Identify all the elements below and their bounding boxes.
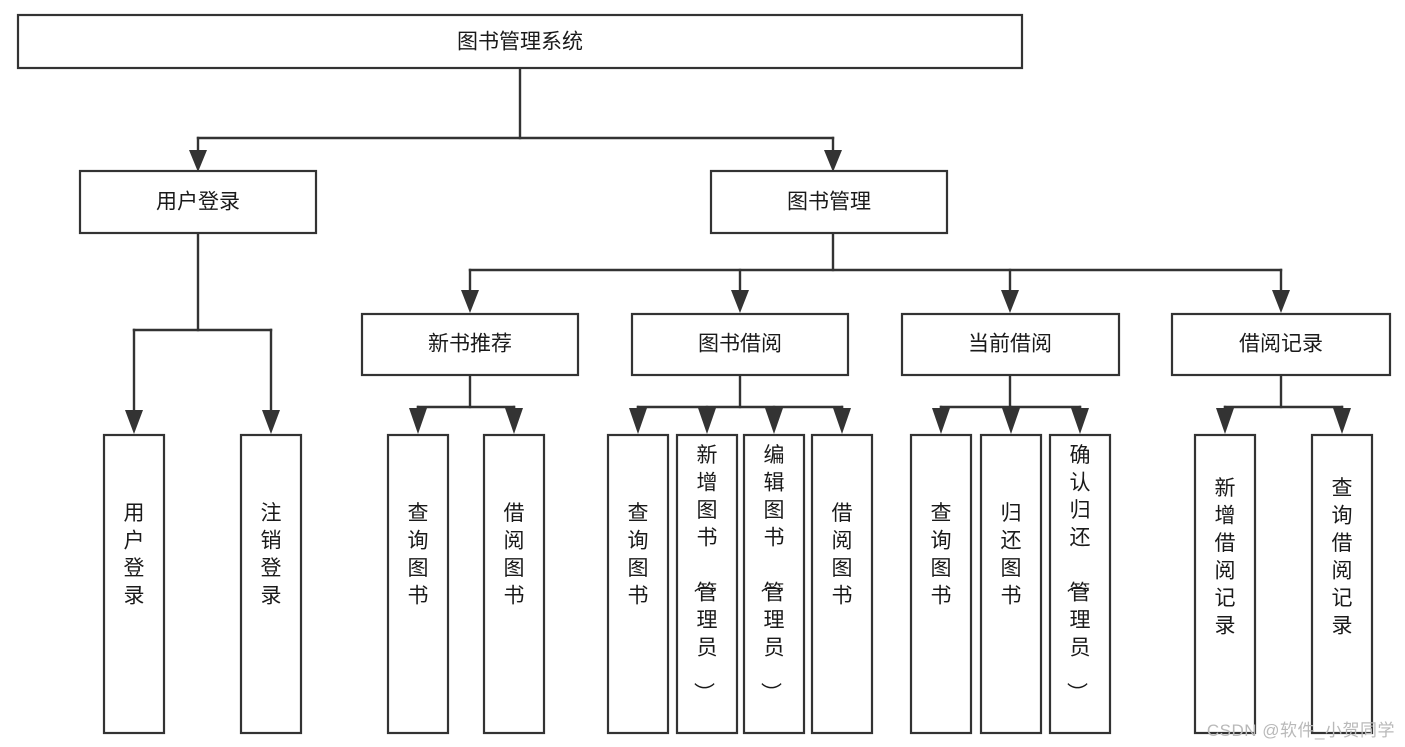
leaf-box-query-book-2[interactable] (606, 433, 670, 735)
leaf-node[interactable]: 新增借阅记录 (1193, 433, 1257, 735)
node-user-login-box[interactable] (78, 169, 318, 235)
node-current-borrow-box[interactable] (900, 312, 1121, 377)
leaf-node[interactable]: 查询图书 (909, 433, 973, 735)
node-book-borrow-label: 图书借阅 (698, 333, 782, 356)
watermark-text: CSDN @软件_小贺同学 (1206, 721, 1395, 740)
node-new-book-recommend[interactable]: 新书推荐 (360, 312, 580, 377)
leaf-box-query-book-1[interactable] (386, 433, 450, 735)
leaf-box-return-book[interactable] (979, 433, 1043, 735)
leaf-node[interactable]: 查询借阅记录 (1310, 433, 1374, 735)
node-book-management-box[interactable] (709, 169, 949, 235)
arrow-record-l2 (1333, 408, 1351, 434)
arrow-current-l2 (1002, 408, 1020, 434)
node-current-borrow[interactable]: 当前借阅 (900, 312, 1121, 377)
leaf-node[interactable]: 归还图书 (979, 433, 1043, 735)
leaf-box-add-record[interactable] (1193, 433, 1257, 735)
leaf-label-confirm-return: 确认归还（管理员） (1065, 444, 1091, 703)
leaf-label-query-book-1: 查询图书 (408, 502, 429, 608)
leaf-label-query-record: 查询借阅记录 (1332, 477, 1353, 638)
leaf-label-borrow-book-2: 借阅图书 (832, 502, 853, 608)
node-borrow-record-box[interactable] (1170, 312, 1392, 377)
node-root[interactable]: 图书管理系统 (16, 13, 1024, 70)
arrow-user-login-l2 (262, 410, 280, 434)
leaf-node[interactable]: 借阅图书 (810, 433, 874, 735)
arrow-borrow-l4 (833, 408, 851, 434)
leaf-box-add-book[interactable] (675, 433, 739, 735)
arrow-root-to-user-login (189, 150, 207, 172)
leaf-node[interactable]: 查询图书 (386, 433, 450, 735)
leaf-box-query-record[interactable] (1310, 433, 1374, 735)
leaf-label-edit-book: 编辑图书（管理员） (759, 444, 785, 703)
arrow-borrow-l3 (765, 408, 783, 434)
leaf-label-borrow-book-1: 借阅图书 (504, 502, 525, 608)
node-user-login[interactable]: 用户登录 (78, 169, 318, 235)
node-borrow-record[interactable]: 借阅记录 (1170, 312, 1392, 377)
leaf-label-query-book-2: 查询图书 (628, 502, 649, 608)
arrow-root-to-book-mgmt (824, 150, 842, 172)
arrow-book-mgmt-c2 (731, 290, 749, 313)
leaf-node[interactable]: 编辑图书（管理员） (742, 433, 806, 735)
leaf-label-add-record: 新增借阅记录 (1215, 477, 1236, 638)
arrow-book-mgmt-c1 (461, 290, 479, 313)
leaf-node[interactable]: 借阅图书 (482, 433, 546, 735)
arrow-current-l1 (932, 408, 950, 434)
node-borrow-record-label: 借阅记录 (1239, 333, 1323, 356)
leaf-label-add-book: 新增图书（管理员） (692, 444, 718, 703)
leaf-label-return-book: 归还图书 (1001, 502, 1022, 608)
arrow-book-mgmt-c4 (1272, 290, 1290, 313)
arrow-current-l3 (1071, 408, 1089, 434)
node-new-book-recommend-label: 新书推荐 (428, 333, 512, 356)
arrow-new-book-l2 (505, 408, 523, 434)
leaf-box-confirm-return[interactable] (1048, 433, 1112, 735)
leaf-box-borrow-book-1[interactable] (482, 433, 546, 735)
leaf-box-logout[interactable] (239, 433, 303, 735)
edge-layer (125, 66, 1351, 434)
leaf-box-borrow-book-2[interactable] (810, 433, 874, 735)
arrow-book-mgmt-c3 (1001, 290, 1019, 313)
node-book-borrow[interactable]: 图书借阅 (630, 312, 850, 377)
arrow-new-book-l1 (409, 408, 427, 434)
node-root-label: 图书管理系统 (457, 31, 583, 54)
node-book-management[interactable]: 图书管理 (709, 169, 949, 235)
leaf-label-query-book-3: 查询图书 (931, 502, 952, 608)
node-new-book-recommend-box[interactable] (360, 312, 580, 377)
arrow-record-l1 (1216, 408, 1234, 434)
leaf-box-query-book-3[interactable] (909, 433, 973, 735)
arrow-borrow-l2 (698, 408, 716, 434)
leaf-box-edit-book[interactable] (742, 433, 806, 735)
leaf-label-logout: 注销登录 (261, 502, 282, 608)
node-current-borrow-label: 当前借阅 (968, 333, 1052, 356)
leaf-node[interactable]: 用户登录 (102, 433, 166, 735)
leaf-node[interactable]: 查询图书 (606, 433, 670, 735)
node-book-borrow-box[interactable] (630, 312, 850, 377)
node-book-management-label: 图书管理 (787, 191, 871, 214)
arrow-borrow-l1 (629, 408, 647, 434)
arrow-user-login-l1 (125, 410, 143, 434)
node-root-box[interactable] (16, 13, 1024, 70)
leaf-node[interactable]: 新增图书（管理员） (675, 433, 739, 735)
leaf-node[interactable]: 确认归还（管理员） (1048, 433, 1112, 735)
leaf-node[interactable]: 注销登录 (239, 433, 303, 735)
leaf-box-user-login[interactable] (102, 433, 166, 735)
leaf-label-user-login: 用户登录 (124, 502, 145, 608)
node-user-login-label: 用户登录 (156, 191, 240, 214)
